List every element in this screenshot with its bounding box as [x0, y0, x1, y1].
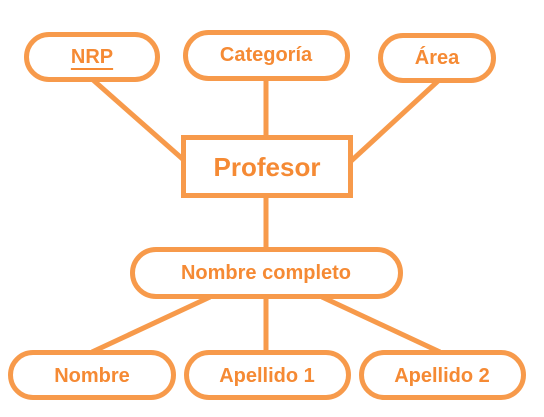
attribute-apellido1-label: Apellido 1 [219, 365, 315, 387]
entity-box [181, 135, 353, 198]
attribute-area-shape [378, 33, 496, 83]
attribute-categoria: Categoría [183, 30, 350, 81]
attribute-apellido2-shape [359, 350, 526, 400]
connectors [90, 77, 442, 355]
connector-profesor-area [348, 79, 440, 164]
attribute-area-label: Área [415, 46, 460, 69]
attribute-apellido1-shape [184, 350, 351, 400]
entity-label: Profesor [214, 152, 321, 182]
attribute-nombre-completo-shape [130, 247, 403, 299]
attribute-nrp: NRP [24, 32, 160, 82]
attribute-area: Área [378, 33, 496, 83]
attribute-apellido2: Apellido 2 [359, 350, 526, 400]
attribute-nombre-shape [8, 350, 176, 400]
attribute-categoria-shape [183, 30, 350, 81]
entity-profesor: Profesor [181, 135, 353, 198]
attribute-nombre-completo-label: Nombre completo [181, 262, 351, 284]
connector-nombre-completo-apellido2 [320, 294, 442, 355]
attribute-categoria-label: Categoría [220, 44, 313, 66]
attribute-nrp-label: NRP [71, 46, 113, 68]
attribute-nrp-shape [24, 32, 160, 82]
attribute-apellido1: Apellido 1 [184, 350, 351, 400]
attribute-nombre-label: Nombre [54, 365, 130, 387]
attribute-nombre: Nombre [8, 350, 176, 400]
connector-nombre-completo-nombre [90, 294, 212, 355]
connector-profesor-nrp [90, 77, 188, 164]
attribute-apellido2-label: Apellido 2 [394, 365, 490, 387]
attribute-nombre-completo: Nombre completo [130, 247, 403, 299]
